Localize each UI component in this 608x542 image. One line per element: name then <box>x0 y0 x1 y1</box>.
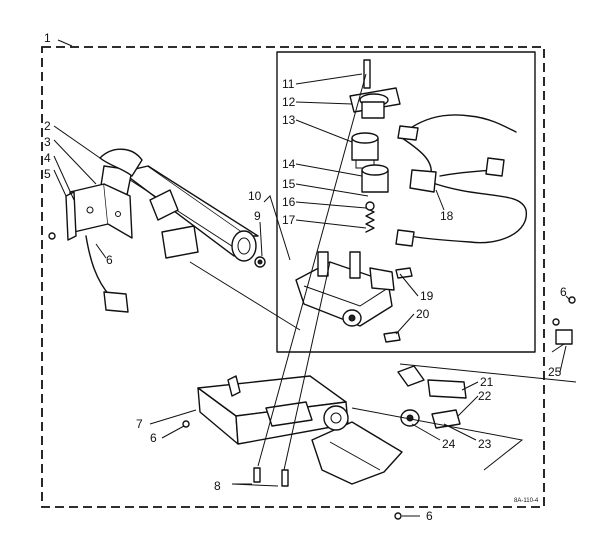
valve-coil-upper <box>349 87 401 119</box>
callout-18: 18 <box>440 209 454 223</box>
callout-3: 3 <box>44 135 51 149</box>
mount-rod-right <box>283 261 331 471</box>
screw-6-bracket <box>182 420 190 428</box>
wire-clip <box>551 296 576 353</box>
alignment-line-1 <box>189 261 301 331</box>
burner-tube <box>99 165 259 262</box>
screw-8-b <box>281 469 289 487</box>
spring-17 <box>365 207 375 233</box>
callout-10: 10 <box>248 189 262 203</box>
heat-shield <box>161 225 199 259</box>
callout-6-bottom: 6 <box>426 509 433 523</box>
screw-20 <box>383 331 401 343</box>
callout-5: 5 <box>44 167 51 181</box>
callout-19: 19 <box>420 289 434 303</box>
gas-pipe-nipple <box>397 365 467 399</box>
callout-6-left: 6 <box>106 253 113 267</box>
wiring-harness <box>395 114 527 247</box>
assembly-frame <box>41 46 545 508</box>
valve-coil-13 <box>351 132 379 169</box>
leader-lines <box>53 39 571 517</box>
callout-17: 17 <box>282 213 296 227</box>
screw-11 <box>363 59 371 89</box>
callout-6-bracket: 6 <box>150 431 157 445</box>
mount-rod-left <box>257 73 367 467</box>
callout-21: 21 <box>480 375 494 389</box>
callout-6-right: 6 <box>560 285 567 299</box>
callout-24: 24 <box>442 437 456 451</box>
screw-8-a <box>253 467 261 483</box>
drawing-code: 8A-110-4 <box>514 498 539 504</box>
callout-2: 2 <box>44 119 51 133</box>
igniter-wire <box>85 235 111 297</box>
valve-coil-14 <box>361 164 389 193</box>
burner-bracket <box>65 183 133 241</box>
washer-16 <box>365 201 375 211</box>
callout-13: 13 <box>282 113 296 127</box>
callout-15: 15 <box>282 177 296 191</box>
callout-4: 4 <box>44 151 51 165</box>
callout-9: 9 <box>254 209 261 223</box>
burner-cone <box>99 148 143 177</box>
alignment-line-3 <box>351 407 524 471</box>
callout-12: 12 <box>282 95 296 109</box>
gas-valve-body <box>295 251 395 327</box>
callout-1: 1 <box>44 31 51 45</box>
valve-subassembly-frame <box>276 51 536 353</box>
base-bracket <box>197 375 403 485</box>
alignment-line-2 <box>399 363 577 383</box>
callout-16: 16 <box>282 195 296 209</box>
screw-6-left <box>48 232 56 240</box>
callout-8: 8 <box>214 479 221 493</box>
screw-6-bottom <box>394 512 402 520</box>
screw-19 <box>395 267 413 279</box>
callout-7: 7 <box>136 417 143 431</box>
igniter-plug <box>103 291 129 313</box>
nut-9 <box>254 256 266 268</box>
callout-14: 14 <box>282 157 296 171</box>
callout-20: 20 <box>416 307 430 321</box>
callout-22: 22 <box>478 389 492 403</box>
callout-11: 11 <box>282 77 295 91</box>
callout-23: 23 <box>478 437 492 451</box>
callout-25: 25 <box>548 365 562 379</box>
